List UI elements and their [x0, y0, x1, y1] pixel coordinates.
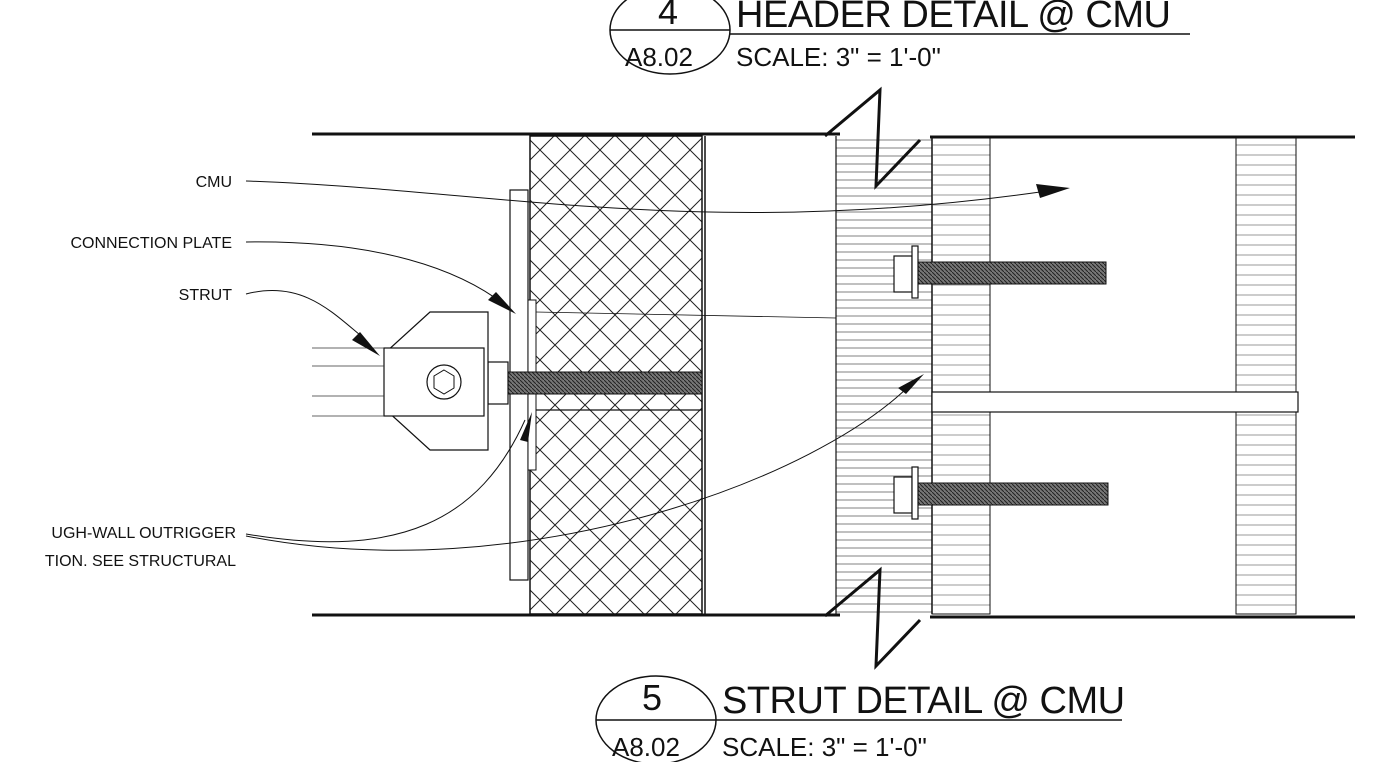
strut-callout-number: 5 [642, 677, 662, 718]
upper-anchor-washer [911, 245, 919, 299]
strut-leader [245, 289, 361, 336]
bolt-sleeve-line [535, 311, 837, 319]
label-strut: STRUT [179, 287, 233, 304]
strut-callout-sheet: A8.02 [612, 732, 680, 762]
cmu-leader-arrow [1036, 184, 1070, 198]
framing-column-1 [931, 137, 991, 615]
strut-callout-scale: SCALE: 3" = 1'-0" [722, 732, 927, 762]
strut-callout-title: STRUT DETAIL @ CMU [722, 680, 1125, 722]
header-callout-scale: SCALE: 3" = 1'-0" [736, 42, 941, 72]
framing-column-2 [1235, 137, 1297, 615]
outrigger-leader-2 [245, 379, 916, 551]
bolt-nut [487, 361, 509, 405]
header-callout-title: HEADER DETAIL @ CMU [736, 0, 1170, 36]
header-callout-number: 4 [658, 0, 678, 32]
strut-detail-callout: 5 A8.02 STRUT DETAIL @ CMU SCALE: 3" = 1… [595, 675, 1125, 762]
break-line-bottom [824, 566, 922, 670]
through-bolt-rod [507, 371, 703, 395]
cmu-leader [245, 180, 1041, 214]
wall-break-hatch [836, 136, 932, 614]
label-connection-plate: CONNECTION PLATE [71, 235, 233, 252]
upper-anchor-rod [917, 261, 1107, 285]
strut-arrow [352, 332, 380, 356]
outrigger-arrow-1 [520, 412, 532, 442]
horizontal-strut [931, 391, 1299, 413]
outrigger-leader-1 [245, 419, 526, 543]
lower-anchor-rod [917, 482, 1109, 506]
upper-anchor-nut [893, 255, 913, 293]
annotation-labels: CMU CONNECTION PLATE STRUT UGH-WALL OUTR… [45, 174, 236, 570]
label-outrigger-line2: TION. SEE STRUCTURAL [45, 553, 236, 570]
outrigger-arrow-2 [898, 374, 924, 394]
lower-anchor-nut [893, 476, 913, 514]
label-cmu: CMU [196, 174, 232, 191]
connection-plate-leader [245, 241, 506, 306]
strut-detail-drawing [245, 86, 1355, 670]
label-outrigger-line1: UGH-WALL OUTRIGGER [51, 525, 236, 542]
break-line-top [824, 86, 922, 190]
lower-anchor-washer [911, 466, 919, 520]
header-detail-callout: 4 A8.02 HEADER DETAIL @ CMU SCALE: 3" = … [609, 0, 1190, 75]
connection-plate-arrow [488, 292, 516, 314]
header-callout-sheet: A8.02 [625, 42, 693, 72]
strut-bolt-hex [433, 369, 455, 395]
